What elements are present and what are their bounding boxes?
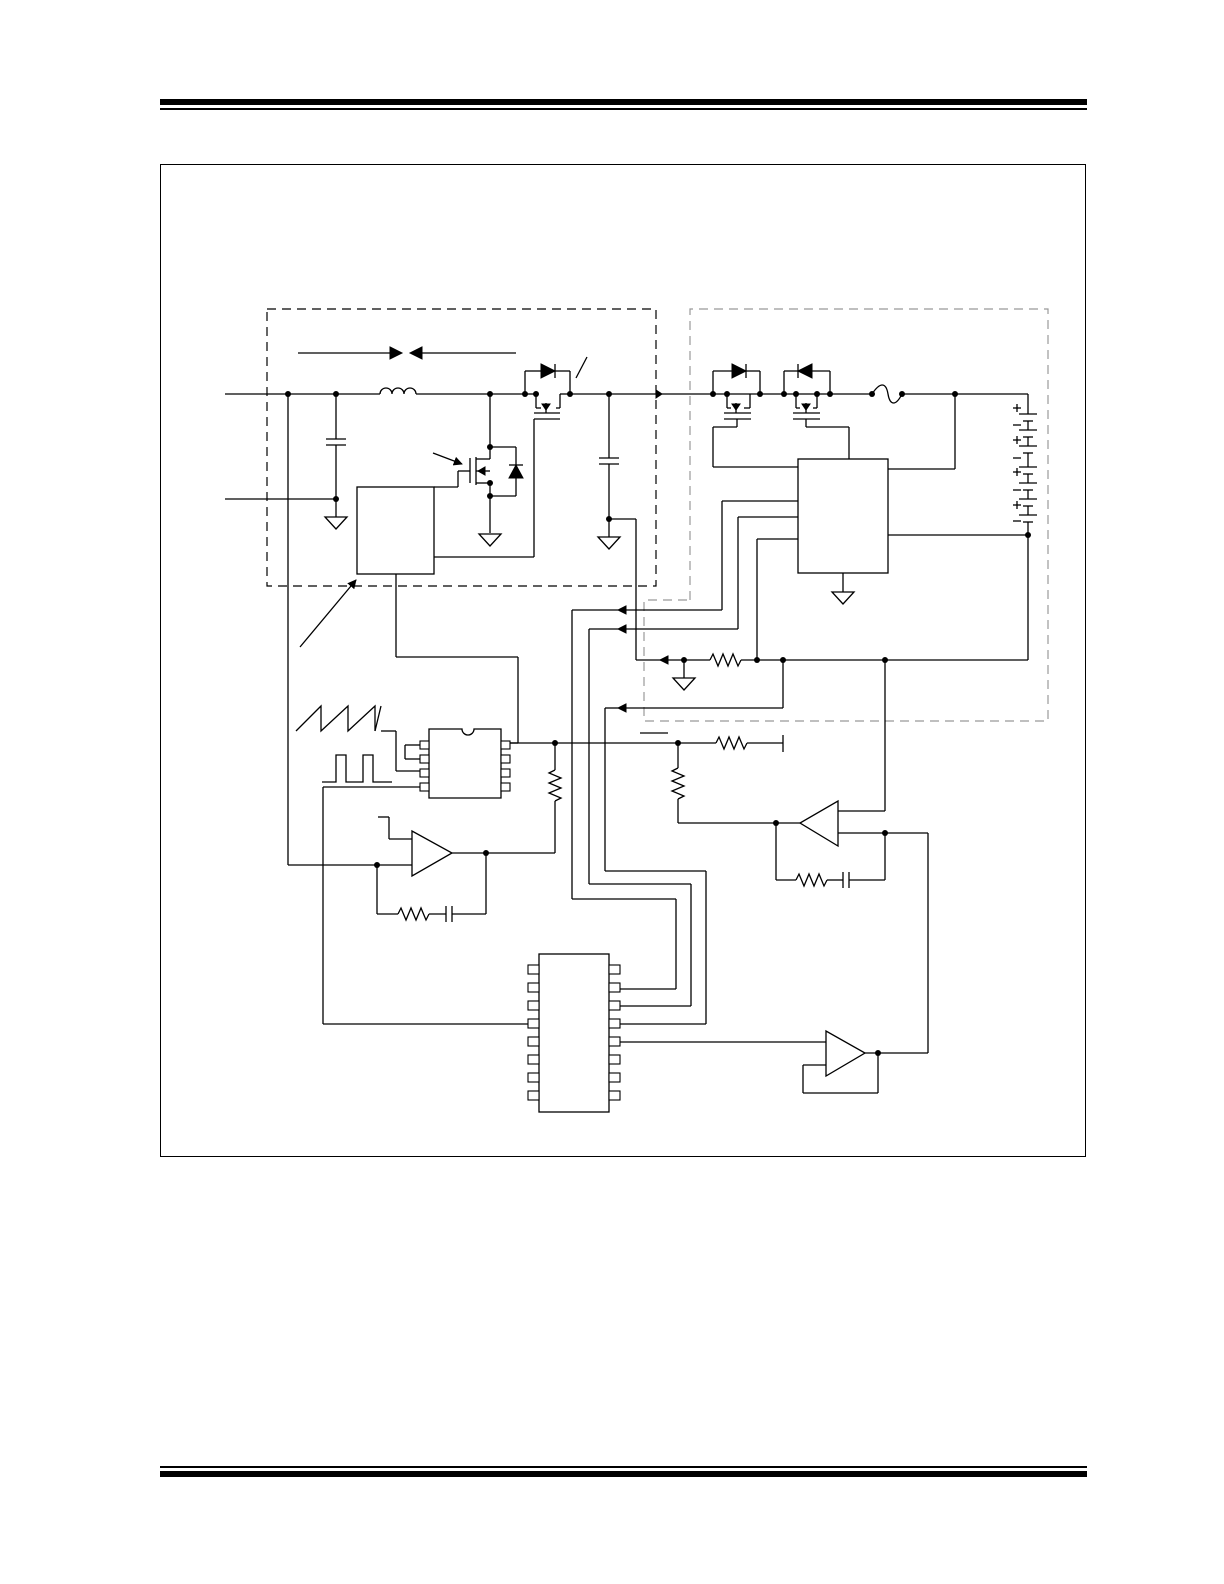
mcu-bus-wires (571, 609, 826, 1043)
n-mosfet-icon (434, 394, 493, 533)
controller-block (356, 486, 435, 575)
body-diode-icon (490, 446, 524, 497)
header-rule-thick (160, 99, 1087, 105)
series-switch-icon (434, 363, 573, 558)
inductor-icon (379, 387, 525, 397)
protection-ic-block (797, 458, 889, 574)
ground-icon (596, 536, 622, 550)
pulse-waveform-icon (322, 754, 392, 783)
dip-8-ic (419, 728, 511, 799)
input-rail (225, 391, 380, 397)
footer-rule-thick (160, 1471, 1087, 1477)
annotation-arrow (299, 579, 357, 648)
protection-ic-wires (616, 394, 1028, 660)
annotation-arrow (432, 452, 463, 466)
error-amplifier-icon (374, 816, 487, 922)
header-rule-thin (160, 108, 1087, 110)
figure-frame (160, 164, 1086, 1157)
fuse-icon (869, 384, 1028, 404)
direction-arrows (298, 346, 516, 360)
protection-mosfet-2-icon (781, 363, 872, 420)
ground-icon (671, 677, 697, 691)
ground-icon (830, 573, 856, 605)
ground-icon (323, 516, 349, 530)
power-stage-boundary (266, 308, 657, 587)
connector-arrow (655, 389, 663, 399)
ground-icon (477, 533, 503, 547)
battery-stack-icon (1013, 394, 1037, 660)
annotation-line (575, 356, 588, 379)
sawtooth-waveform-icon (295, 704, 420, 772)
feedback-network (452, 732, 800, 856)
protection-mosfet-1-icon (710, 363, 784, 420)
buffer-amplifier-icon (802, 833, 929, 1094)
current-sense-resistor-icon (658, 652, 1028, 678)
output-capacitor-icon (599, 391, 619, 537)
footer-rule-thin (160, 1466, 1087, 1468)
battery-pack-boundary (643, 308, 1049, 722)
input-capacitor-icon (326, 394, 346, 517)
current-amplifier-icon (775, 660, 928, 888)
dip-16-ic (527, 953, 621, 1113)
